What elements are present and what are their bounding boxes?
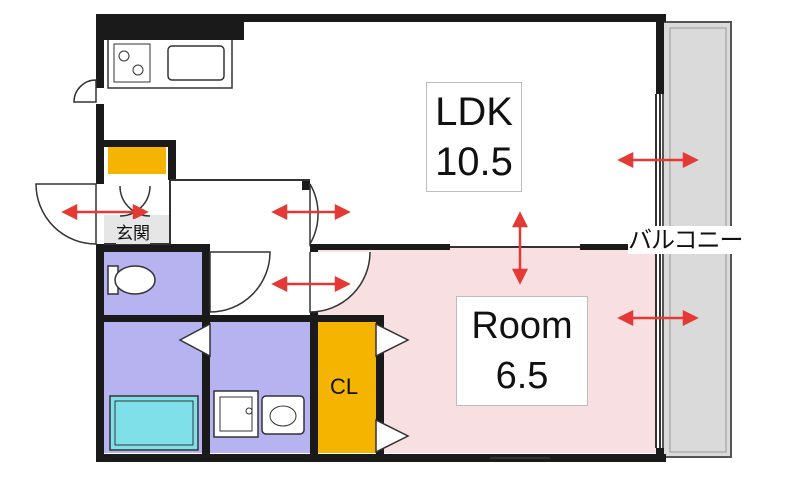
shoe-box: [108, 147, 166, 174]
room-label: Room 6.5: [456, 296, 588, 406]
arrow-hall-room: [271, 275, 351, 293]
entrance-label: 玄関: [116, 219, 150, 244]
door-swings: [35, 79, 410, 454]
bathtub-inner: [114, 400, 194, 446]
balcony-label: バルコニー: [628, 226, 744, 254]
arrow-entrance: [61, 203, 149, 221]
arrow-room-balcony: [617, 309, 699, 327]
washer-pan: [213, 390, 259, 438]
toilet-bowl: [114, 265, 156, 295]
passage-arrows: [61, 151, 699, 327]
washer-inner: [219, 396, 253, 432]
stove: [113, 43, 151, 83]
burner-1: [118, 50, 130, 62]
ldk-size: 10.5: [435, 140, 513, 184]
arrow-ldk-room: [511, 211, 529, 285]
sink: [167, 45, 225, 81]
closet-floor: [318, 322, 376, 453]
room-size: 6.5: [495, 355, 549, 397]
bathtub: [109, 395, 199, 451]
basin-bowl: [269, 405, 297, 427]
washer-drain: [245, 407, 253, 415]
arrow-hall-ldk: [271, 203, 351, 221]
ldk-label: LDK 10.5: [426, 82, 522, 192]
burner-2: [132, 64, 144, 76]
room-name: Room: [471, 305, 573, 347]
arrow-ldk-balcony: [617, 151, 699, 169]
ldk-name: LDK: [435, 90, 513, 134]
closet-label: CL: [330, 374, 359, 399]
partitions: [104, 94, 661, 459]
